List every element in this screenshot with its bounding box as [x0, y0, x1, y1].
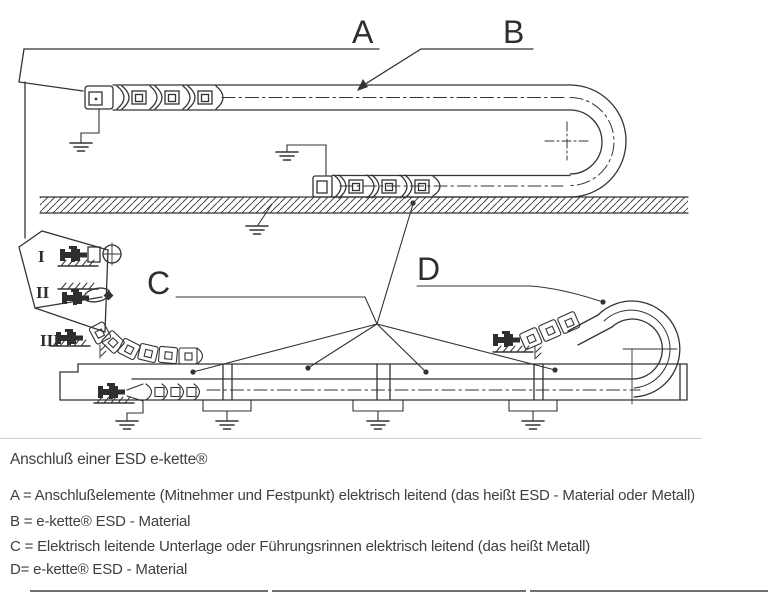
footer-bar-segment	[30, 590, 268, 592]
d-chain-clamp	[492, 330, 542, 360]
clamp-bolt-icon	[55, 328, 84, 346]
ground-wire-fixed-end	[69, 108, 100, 152]
trough-ground-clamp-1	[202, 399, 252, 430]
trough-divider	[222, 363, 233, 401]
mount-detail-i	[57, 242, 122, 267]
label-a-text: A	[352, 14, 374, 50]
ground-icon	[366, 420, 390, 430]
ground-wire-floor	[245, 203, 273, 235]
label-c: C	[147, 200, 558, 375]
machine-wall	[18, 48, 380, 239]
legend-item-a: A = Anschlußelemente (Mitnehmer und Fest…	[10, 487, 695, 504]
leader-dots	[190, 200, 558, 375]
legend-item-c: C = Elektrisch leitende Unterlage oder F…	[10, 538, 591, 555]
trough-chain-end	[93, 382, 201, 404]
footer-bar-segment	[530, 590, 768, 592]
label-d-leader	[416, 285, 601, 302]
chain-fixed-end-bracket	[84, 85, 114, 110]
label-c-leader	[175, 296, 378, 325]
section-divider	[0, 438, 702, 439]
mount-detail-ii	[57, 282, 114, 306]
energy-chain-lower-run	[331, 174, 571, 199]
hatched-floor-support	[39, 196, 689, 214]
mount-variant-iii-label: III	[40, 331, 60, 350]
label-b-text: B	[503, 14, 524, 50]
clamp-bolt-icon	[97, 382, 126, 400]
label-d: D	[416, 251, 606, 305]
ground-wire-trough-end	[115, 400, 144, 430]
mount-variant-ii-label: II	[36, 283, 50, 302]
u-turn-loop	[544, 84, 627, 198]
ground-icon	[115, 420, 139, 430]
energy-chain-upper-run	[112, 84, 571, 111]
guide-trough	[59, 363, 688, 401]
label-b: B	[357, 14, 534, 91]
ground-icon	[245, 225, 269, 235]
trough-divider	[533, 363, 544, 401]
ground-icon	[521, 420, 545, 430]
pentagon-callout	[18, 230, 109, 333]
label-d-text: D	[417, 251, 440, 287]
clamp-bolt-icon	[61, 288, 90, 306]
ground-icon	[215, 420, 239, 430]
legend-item-b: B = e-kette® ESD - Material	[10, 513, 191, 530]
ground-wire-moving-end	[275, 144, 327, 176]
d-chain-angled-links	[519, 311, 581, 350]
footer-bar-segment	[272, 590, 526, 592]
energy-chain-bend	[88, 321, 204, 365]
mount-variant-i-label: I	[38, 247, 45, 266]
clamp-bolt-icon	[492, 330, 521, 348]
trough-ground-clamp-3	[508, 399, 558, 430]
center-mark-icon	[622, 348, 678, 405]
ground-icon	[275, 151, 299, 161]
esd-ekette-diagram: A B	[18, 14, 689, 430]
label-a: A	[352, 14, 374, 50]
trough-divider	[376, 363, 391, 401]
trough-ground-clamp-2	[352, 399, 404, 430]
pivot-crosshair-icon	[544, 121, 592, 161]
d-chain-loop	[567, 300, 681, 405]
clamp-bolt-icon	[59, 245, 88, 263]
label-b-leader	[358, 48, 534, 89]
chain-moving-end-bracket	[312, 175, 333, 198]
label-c-text: C	[147, 265, 170, 301]
caption-title: Anschluß einer ESD e-kette®	[10, 451, 208, 468]
legend-item-d: D= e-kette® ESD - Material	[10, 561, 188, 578]
ground-icon	[69, 142, 93, 152]
